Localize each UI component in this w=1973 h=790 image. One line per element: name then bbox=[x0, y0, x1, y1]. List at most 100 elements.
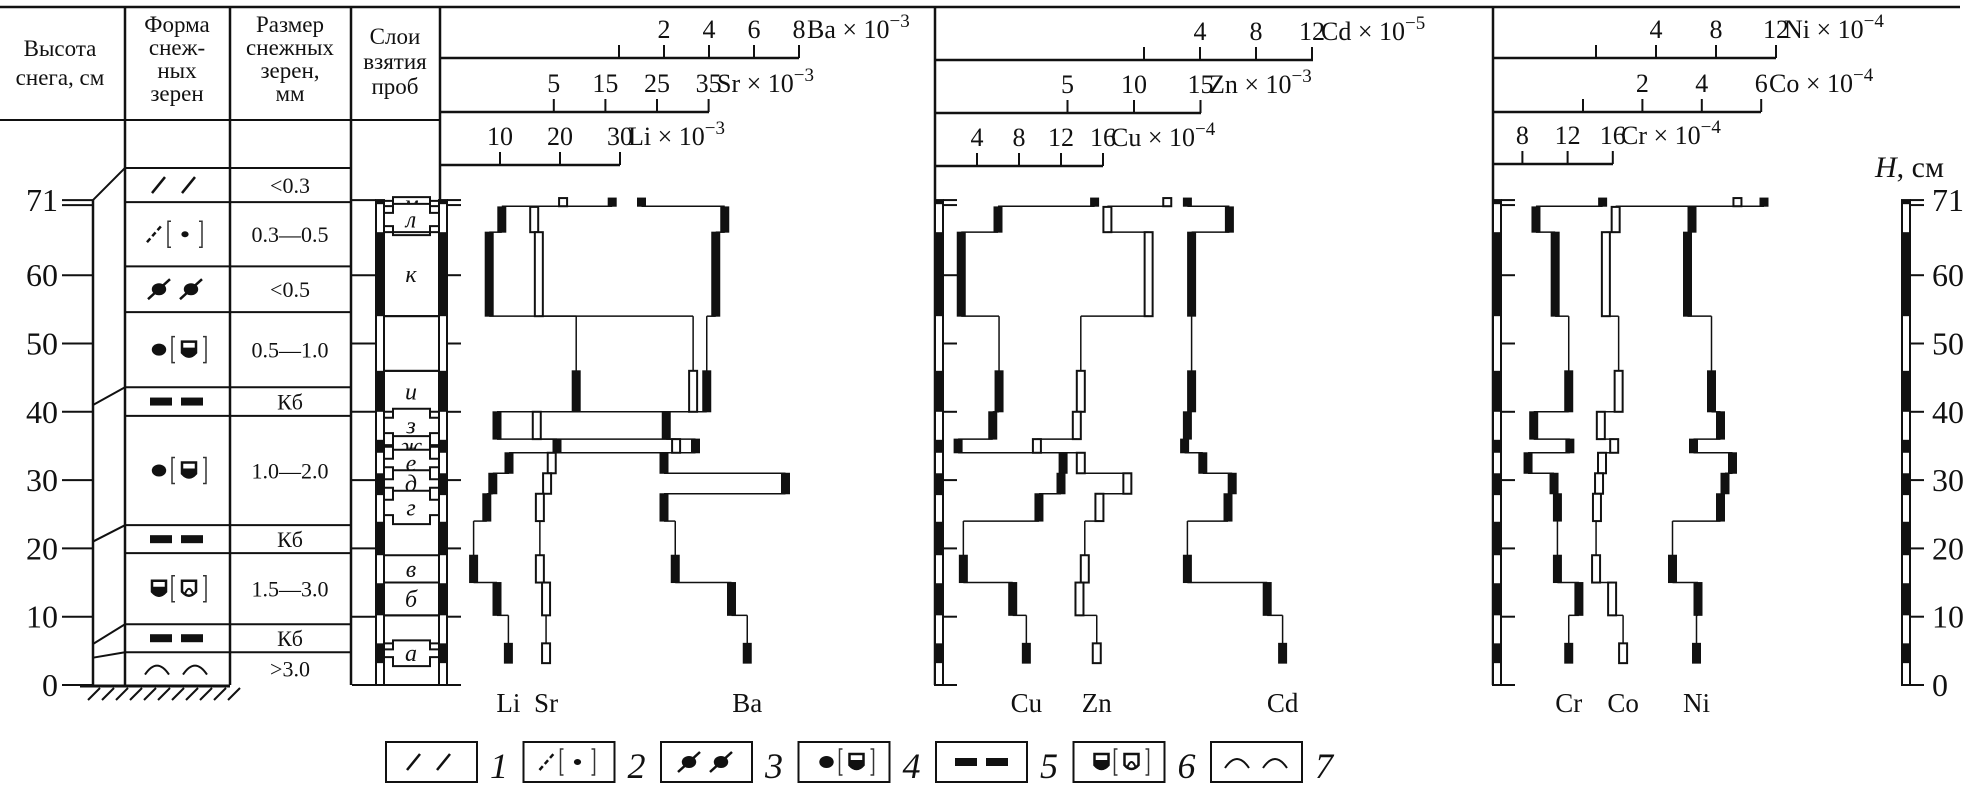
snow-grain-form-4-icon bbox=[819, 748, 875, 776]
axis-title-base: Li × 10 bbox=[628, 122, 705, 151]
axis-tick-label: 4 bbox=[971, 123, 984, 152]
legend-box bbox=[660, 741, 753, 783]
data-point bbox=[552, 438, 562, 454]
axis-title: Ni × 10−4 bbox=[1784, 11, 1884, 44]
sampled-interval-mark bbox=[1902, 439, 1910, 453]
sampled-interval-mark bbox=[439, 232, 447, 317]
series-sr: Sr bbox=[529, 197, 699, 718]
dot-icon bbox=[819, 756, 834, 768]
data-point bbox=[958, 554, 968, 584]
surface-data-point bbox=[1732, 197, 1743, 208]
sampled-interval-mark bbox=[439, 439, 447, 453]
header-size-label: зерен, bbox=[260, 58, 319, 83]
data-point bbox=[534, 492, 545, 523]
snow-grain-form-6-icon bbox=[1093, 748, 1150, 776]
height-axis-tick-label: 71 bbox=[26, 182, 58, 218]
sampled-interval-mark bbox=[1902, 521, 1910, 556]
data-point bbox=[1075, 369, 1086, 413]
sampled-interval-mark bbox=[1902, 643, 1910, 664]
surface-data-point bbox=[1598, 197, 1608, 207]
right-axis-tick-label: 10 bbox=[1932, 599, 1964, 635]
stratum-row: 1.0—2.0 bbox=[125, 414, 351, 485]
height-axis-tick-label: 20 bbox=[26, 530, 58, 566]
data-point bbox=[1031, 438, 1042, 454]
series-cd: Cd bbox=[1180, 197, 1299, 718]
series-cr: Cr bbox=[1523, 197, 1608, 718]
legend-box bbox=[1210, 741, 1303, 783]
axis-tick-label: 8 bbox=[793, 15, 806, 44]
data-point bbox=[691, 438, 700, 454]
right-axis-tick-label: 60 bbox=[1932, 257, 1964, 293]
data-point bbox=[1689, 438, 1698, 454]
axis-title-exponent: −4 bbox=[1701, 117, 1722, 138]
slash-icon bbox=[151, 176, 166, 194]
bracket-icon bbox=[559, 748, 596, 776]
sampled-interval-mark bbox=[1902, 200, 1910, 205]
axis-tick-label: 8 bbox=[1710, 15, 1723, 44]
sampled-interval-mark bbox=[1493, 643, 1501, 664]
axis-tick-label: 16 bbox=[1600, 121, 1626, 150]
data-point bbox=[1707, 370, 1716, 413]
stratum-grain-size: 1.5—3.0 bbox=[252, 577, 329, 602]
data-point bbox=[1687, 206, 1697, 233]
data-point bbox=[571, 370, 581, 413]
legend-box bbox=[1072, 741, 1166, 783]
height-axis-tick-label: 60 bbox=[26, 257, 58, 293]
series-label: Zn bbox=[1082, 688, 1112, 718]
sampling-strip bbox=[438, 199, 461, 686]
right-axis-tick-label: 50 bbox=[1932, 326, 1964, 362]
data-point bbox=[1187, 370, 1197, 413]
data-point bbox=[1079, 554, 1090, 584]
height-axis-tick-label: 30 bbox=[26, 462, 58, 498]
data-point bbox=[1034, 493, 1044, 522]
sampled-interval-mark bbox=[1902, 232, 1910, 317]
stratum-grain-size: 0.3—0.5 bbox=[252, 222, 329, 247]
axis-tick-label: 10 bbox=[1121, 70, 1147, 99]
dash-icon bbox=[181, 535, 203, 544]
data-point bbox=[1550, 231, 1560, 317]
axis-tick-label: 8 bbox=[1250, 17, 1263, 46]
sample-layer-tab bbox=[383, 202, 440, 237]
data-point bbox=[1668, 554, 1677, 584]
header-form-label: ных bbox=[157, 58, 197, 83]
sampled-interval-mark bbox=[376, 370, 384, 412]
stratum-grain-size: 1.0—2.0 bbox=[252, 459, 329, 484]
arc-icon bbox=[1224, 758, 1288, 769]
sampled-interval-mark bbox=[1493, 521, 1501, 556]
data-point bbox=[541, 642, 552, 665]
right-axis-tick-label: 0 bbox=[1932, 667, 1948, 703]
sampled-interval-mark bbox=[1902, 370, 1910, 412]
cup-fill-icon bbox=[181, 468, 197, 479]
snow-grain-form-3-icon bbox=[147, 278, 203, 301]
sampled-interval-mark bbox=[376, 232, 384, 317]
slash-icon bbox=[709, 751, 733, 773]
stratum-row: Кб bbox=[125, 623, 351, 651]
stratum-row: >3.0 bbox=[125, 651, 351, 682]
arc-icon bbox=[144, 664, 208, 676]
surface-data-point bbox=[1182, 197, 1192, 207]
legend-number: 6 bbox=[1178, 746, 1196, 786]
header-form-label: снеж- bbox=[149, 35, 205, 60]
bracket-icon bbox=[1113, 748, 1150, 776]
axis-tick-label: 15 bbox=[592, 69, 618, 98]
data-point bbox=[702, 370, 712, 413]
stratum-row: <0.3 bbox=[125, 166, 351, 198]
axis-tick-label: 25 bbox=[644, 69, 670, 98]
sampled-interval-mark bbox=[935, 200, 943, 205]
axis-title-exponent: −3 bbox=[890, 11, 910, 32]
dash-icon bbox=[150, 397, 172, 406]
legend-box bbox=[797, 741, 891, 783]
data-point bbox=[1574, 582, 1584, 616]
stratum-grain-size: 0.5—1.0 bbox=[252, 338, 329, 363]
data-point bbox=[1071, 410, 1082, 441]
bracket-icon bbox=[838, 748, 875, 776]
data-point bbox=[720, 206, 730, 233]
data-point bbox=[661, 411, 671, 440]
slash-icon bbox=[436, 753, 451, 771]
data-point bbox=[488, 472, 498, 495]
